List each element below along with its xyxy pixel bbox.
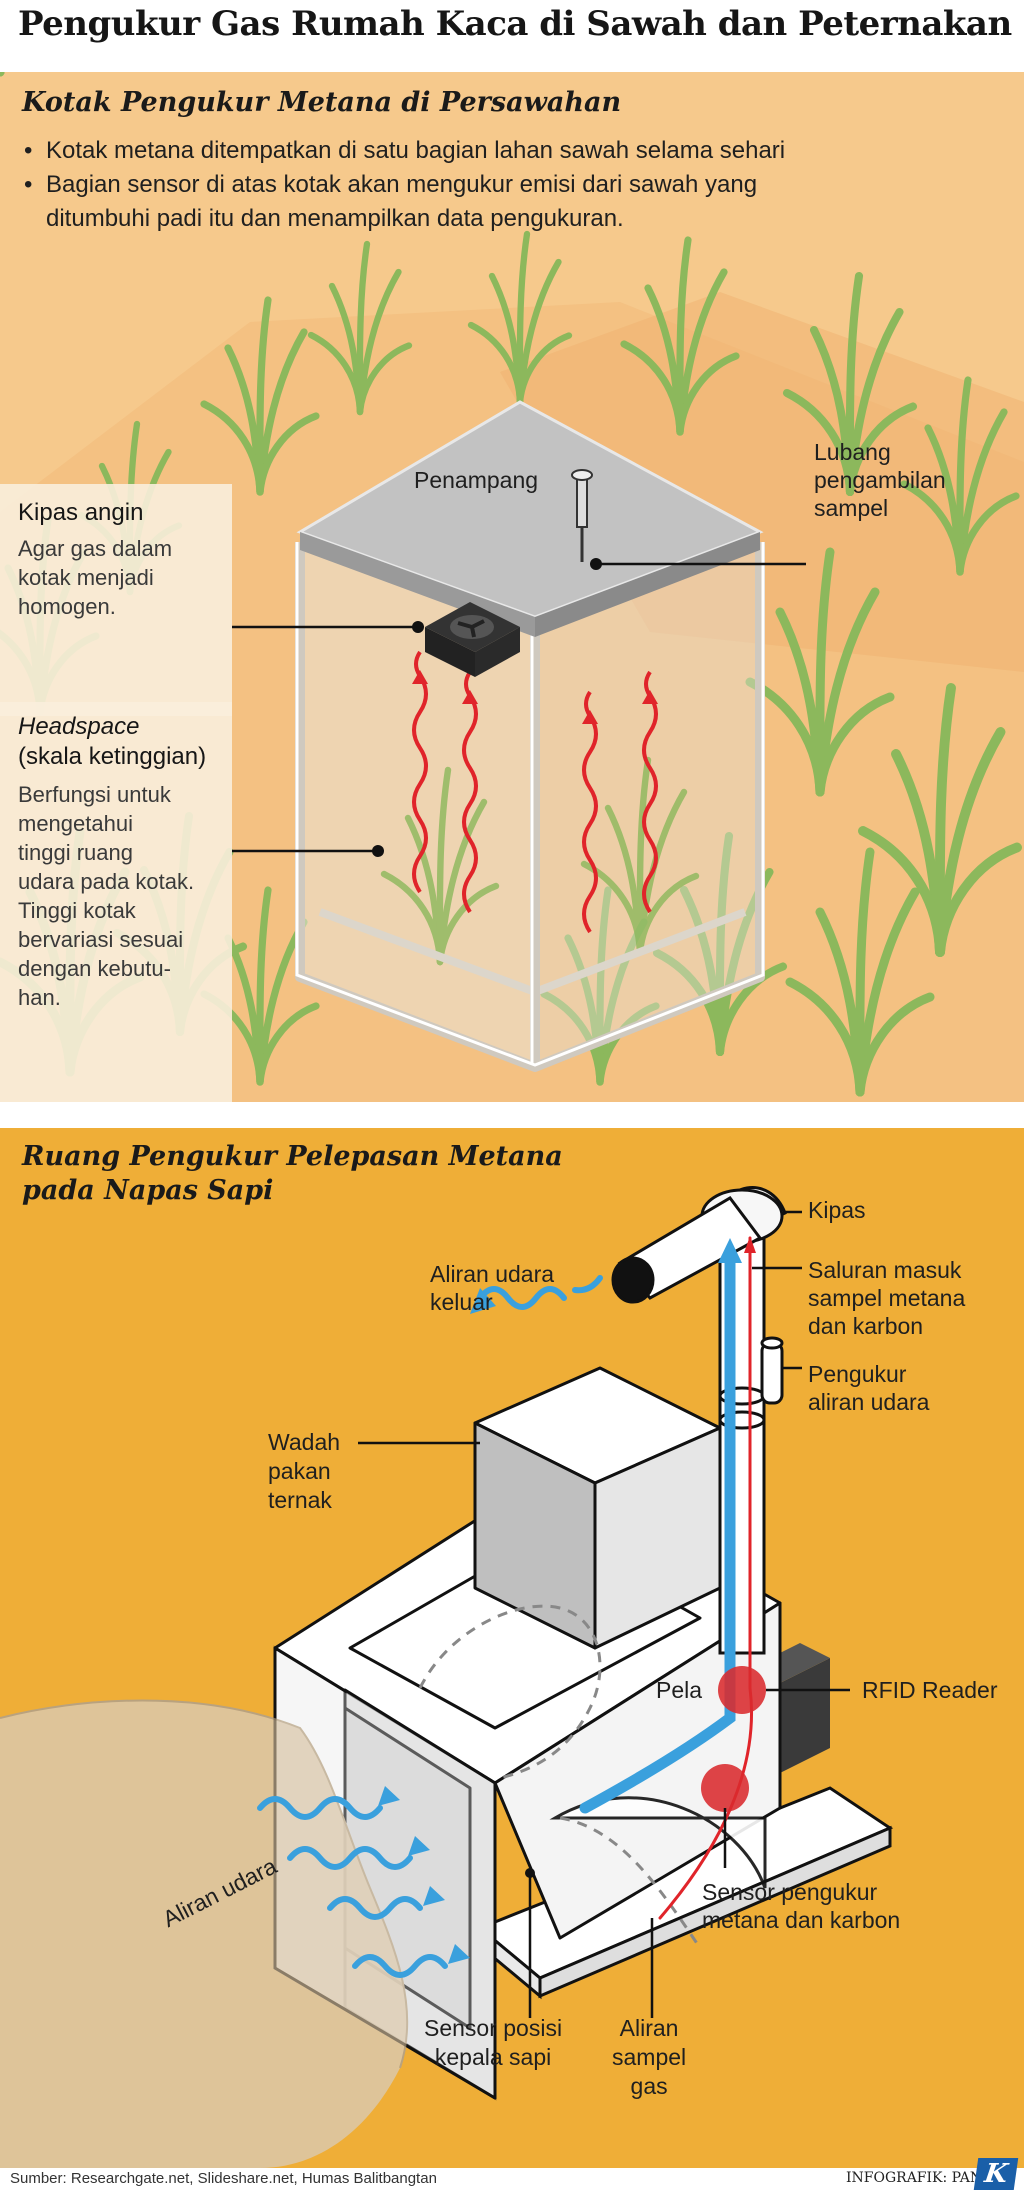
sampling-port-line-2: pengambilan	[814, 467, 946, 493]
sampling-port-line-1: Lubang	[814, 439, 891, 465]
headspace-subtitle: (skala ketinggian)	[18, 743, 207, 770]
rfid-sensor-dot	[718, 1666, 766, 1714]
outflow-line-2: keluar	[430, 1289, 493, 1315]
headspace-desc-line-2: mengetahui	[18, 811, 133, 836]
feed-container-line-1: Wadah	[268, 1429, 341, 1455]
methane-sensor-line-2: metana dan karbon	[702, 1907, 901, 1933]
cow-chamber-illustration	[0, 1186, 894, 2168]
headspace-desc-line-1: Berfungsi untuk	[18, 782, 171, 807]
outflow-label: Aliran udara keluar	[430, 1260, 554, 1316]
methane-box	[295, 400, 765, 1072]
fan-callout-title: Kipas angin	[18, 499, 144, 526]
headspace-desc-line-3: tinggi ruang	[18, 840, 133, 865]
rice-bullet-list: Kotak metana ditempatkan di satu bagian …	[22, 134, 862, 236]
sample-inlet-line-3: dan karbon	[808, 1313, 924, 1339]
feed-container	[473, 1366, 722, 1650]
rfid-reader-label: RFID Reader	[862, 1677, 998, 1703]
head-position-line-2: kepala sapi	[434, 2044, 552, 2070]
penampang-label: Penampang	[414, 467, 539, 493]
cow-section-heading: Ruang Pengukur Pelepasan Metana pada Nap…	[22, 1140, 563, 1208]
air-flow-path	[579, 1236, 756, 1920]
cow-heading-line-2: pada Napas Sapi	[22, 1174, 274, 1206]
gas-sample-line-1: Aliran	[619, 2015, 679, 2041]
fan-icon	[425, 602, 520, 677]
fan-callout: Kipas angin Agar gas dalam kotak menjadi…	[0, 484, 232, 716]
cow-leader-lines	[358, 1210, 850, 2018]
feed-container-line-3: ternak	[268, 1487, 332, 1513]
source-credit: Sumber: Researchgate.net, Slideshare.net…	[10, 2170, 437, 2187]
headspace-desc-line-6: bervariasi sesuai	[18, 927, 184, 952]
methane-sensor-line-1: Sensor pengukur	[702, 1879, 878, 1905]
sample-inlet-line-1: Saluran masuk	[808, 1257, 962, 1283]
methane-sensor-dot	[701, 1764, 749, 1812]
rice-bullet-2: Bagian sensor di atas kotak akan menguku…	[22, 168, 862, 236]
feed-container-label: Wadah pakan ternak	[268, 1428, 340, 1515]
page-title: Pengukur Gas Rumah Kaca di Sawah dan Pet…	[18, 4, 1012, 44]
feed-container-line-2: pakan	[268, 1458, 331, 1484]
infographic-credit: INFOGRAFIK: PANDU	[846, 2170, 1006, 2186]
fan-desc-line-1: Agar gas dalam	[18, 536, 173, 561]
headspace-desc: Berfungsi untuk mengetahui tinggi ruang …	[0, 780, 232, 1012]
outflow-line-1: Aliran udara	[430, 1261, 555, 1287]
airflow-meter-line-2: aliran udara	[808, 1389, 930, 1415]
headspace-callout: Headspace (skala ketinggian) Berfungsi u…	[0, 702, 232, 1102]
headspace-desc-line-7: dengan kebutu-	[18, 956, 171, 981]
rice-section-heading: Kotak Pengukur Metana di Persawahan	[22, 87, 622, 118]
sampling-port-label: Lubang pengambilan sampel	[814, 438, 946, 522]
rice-field-illustration	[0, 72, 1024, 1102]
rice-field-panel: Kotak Pengukur Metana di Persawahan Kota…	[0, 72, 1024, 1102]
gas-sample-flow-label: Aliran sampel gas	[612, 2014, 686, 2101]
airflow-meter-label: Pengukur aliran udara	[808, 1360, 929, 1416]
sample-inlet-line-2: sampel metana	[808, 1285, 966, 1311]
headspace-desc-line-5: Tinggi kotak	[18, 898, 136, 923]
fan-desc-line-2: kotak menjadi	[18, 565, 154, 590]
airflow-meter-line-1: Pengukur	[808, 1361, 907, 1387]
rice-bullet-1: Kotak metana ditempatkan di satu bagian …	[22, 134, 862, 168]
rice-leader-lines	[232, 562, 806, 853]
headspace-title: Headspace	[18, 713, 140, 740]
fan-callout-desc: Agar gas dalam kotak menjadi homogen.	[0, 534, 232, 621]
fan-desc-line-3: homogen.	[18, 594, 116, 619]
kompas-logo-icon: K	[973, 2158, 1019, 2190]
sampling-port-line-3: sampel	[814, 495, 889, 521]
cow-heading-line-1: Ruang Pengukur Pelepasan Metana	[22, 1141, 563, 1172]
head-position-line-1: Sensor posisi	[424, 2015, 563, 2041]
cow-chamber-panel: Ruang Pengukur Pelepasan Metana pada Nap…	[0, 1128, 1024, 2168]
head-position-sensor-label: Sensor posisi kepala sapi	[424, 2014, 562, 2072]
sampling-port-icon	[571, 469, 593, 562]
headspace-desc-line-8: han.	[18, 985, 61, 1010]
pela-label: Pela	[656, 1677, 703, 1703]
sample-inlet-label: Saluran masuk sampel metana dan karbon	[808, 1256, 965, 1340]
kipas-label: Kipas	[808, 1197, 866, 1223]
air-intake-arrows	[257, 1275, 603, 1978]
gas-sample-line-2: sampel	[612, 2044, 687, 2070]
headspace-desc-line-4: udara pada kotak.	[18, 869, 195, 894]
methane-sensor-label: Sensor pengukur metana dan karbon	[702, 1878, 900, 1934]
gas-sample-line-3: gas	[630, 2073, 668, 2099]
